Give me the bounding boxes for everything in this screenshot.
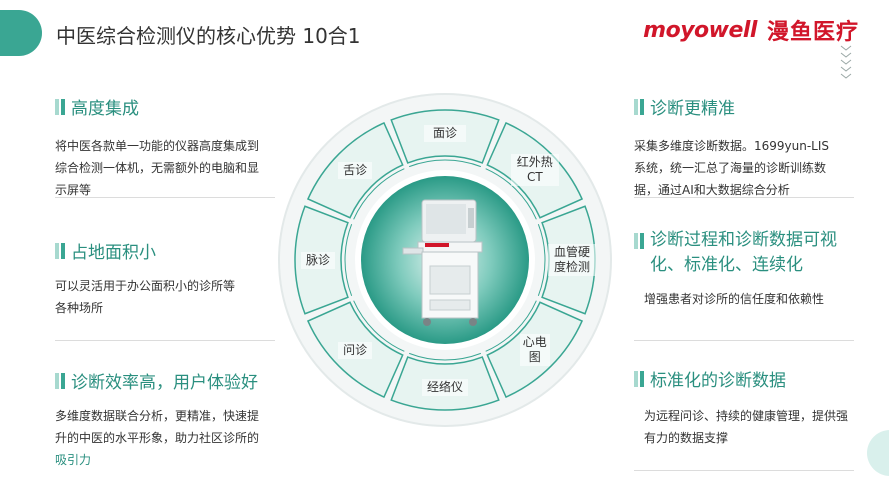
title-bar-icon [634, 98, 644, 115]
brand-name-en: moyowell [643, 17, 757, 43]
feature-visualized-process: 诊断过程和诊断数据可视化、标准化、连续化 增强患者对诊所的信任度和依赖性 [634, 228, 864, 310]
title-bar-icon [55, 372, 65, 389]
ring-segment-inner-arc [485, 168, 537, 220]
ring-segment-label: 问诊 [338, 341, 373, 359]
feature-description: 多维度数据联合分析，更精准，快速提升的中医的水平形象，助力社区诊所的吸引力 [55, 405, 260, 471]
ring-segment-inner-arc [353, 300, 405, 352]
ring-segment-label: 舌诊 [338, 162, 373, 180]
ring-segment-label: 心电图 [519, 333, 550, 366]
title-bar-icon [634, 233, 644, 249]
ring-segment-label: 红外热CT [510, 154, 559, 187]
feature-description-highlight: 吸引力 [55, 453, 92, 467]
title-bar-icon [634, 370, 644, 387]
feature-description: 将中医各款单一功能的仪器高度集成到综合检测一体机，无需额外的电脑和显示屏等 [55, 139, 260, 197]
ring-segment-inner-arc [353, 168, 405, 220]
divider [55, 340, 275, 341]
title-bar-icon [55, 98, 65, 115]
feature-title: 诊断更精准 [650, 99, 735, 119]
ring-segment-inner-arc [408, 352, 482, 361]
feature-standardized-data: 标准化的诊断数据 为远程问诊、持续的健康管理，提供强有力的数据支撑 [634, 366, 854, 449]
feature-description: 可以灵活用于办公面积小的诊所等各种场所 [55, 279, 236, 315]
divider [55, 197, 275, 198]
feature-title: 标准化的诊断数据 [650, 371, 786, 391]
feature-description-text: 多维度数据联合分析，更精准，快速提升的中医的水平形象，助力社区诊所的 [55, 409, 260, 445]
corner-decoration [0, 10, 42, 56]
feature-precise-diagnosis: 诊断更精准 采集多维度诊断数据。1699yun-LIS系统，统一汇总了海量的诊断… [634, 94, 854, 201]
ring-segment-label: 血管硬度检测 [548, 244, 596, 276]
chevron-down-icon [840, 45, 852, 79]
feature-title: 占地面积小 [71, 243, 156, 263]
ring-segment-label: 经络仪 [422, 379, 468, 396]
corner-circle-decoration [867, 430, 889, 476]
title-bar-icon [55, 242, 65, 259]
feature-title: 诊断过程和诊断数据可视化、标准化、连续化 [650, 230, 837, 275]
ring-segment-inner-arc [485, 300, 537, 352]
ring-segment-inner-arc [408, 159, 482, 168]
feature-high-integration: 高度集成 将中医各款单一功能的仪器高度集成到综合检测一体机，无需额外的电脑和显示… [55, 94, 275, 201]
ring-segment-label: 面诊 [424, 125, 466, 142]
feature-description: 采集多维度诊断数据。1699yun-LIS系统，统一汇总了海量的诊断训练数据，通… [634, 139, 830, 197]
feature-title: 高度集成 [71, 99, 139, 119]
device-illustration [402, 199, 483, 326]
ring-segment-inner-arc [537, 223, 546, 297]
page-title: 中医综合检测仪的核心优势 10合1 [56, 24, 361, 48]
feature-efficiency: 诊断效率高，用户体验好 多维度数据联合分析，更精准，快速提升的中医的水平形象，助… [55, 368, 275, 471]
feature-title: 诊断效率高，用户体验好 [71, 373, 258, 393]
feature-description: 为远程问诊、持续的健康管理，提供强有力的数据支撑 [644, 409, 849, 445]
divider [634, 197, 854, 198]
ring-segment-label: 脉诊 [301, 252, 335, 269]
ring-segment-inner-arc [344, 223, 353, 297]
divider [634, 340, 854, 341]
function-ring: 面诊红外热CT 血管硬度检测心电图经络仪 问诊 脉诊 舌诊 [275, 90, 615, 430]
brand-logo: moyowell 漫鱼医疗 [643, 14, 859, 46]
divider [634, 470, 854, 471]
brand-name-cn: 漫鱼医疗 [766, 20, 859, 45]
feature-small-footprint: 占地面积小 可以灵活用于办公面积小的诊所等各种场所 [55, 238, 275, 319]
feature-description: 增强患者对诊所的信任度和依赖性 [644, 292, 825, 306]
